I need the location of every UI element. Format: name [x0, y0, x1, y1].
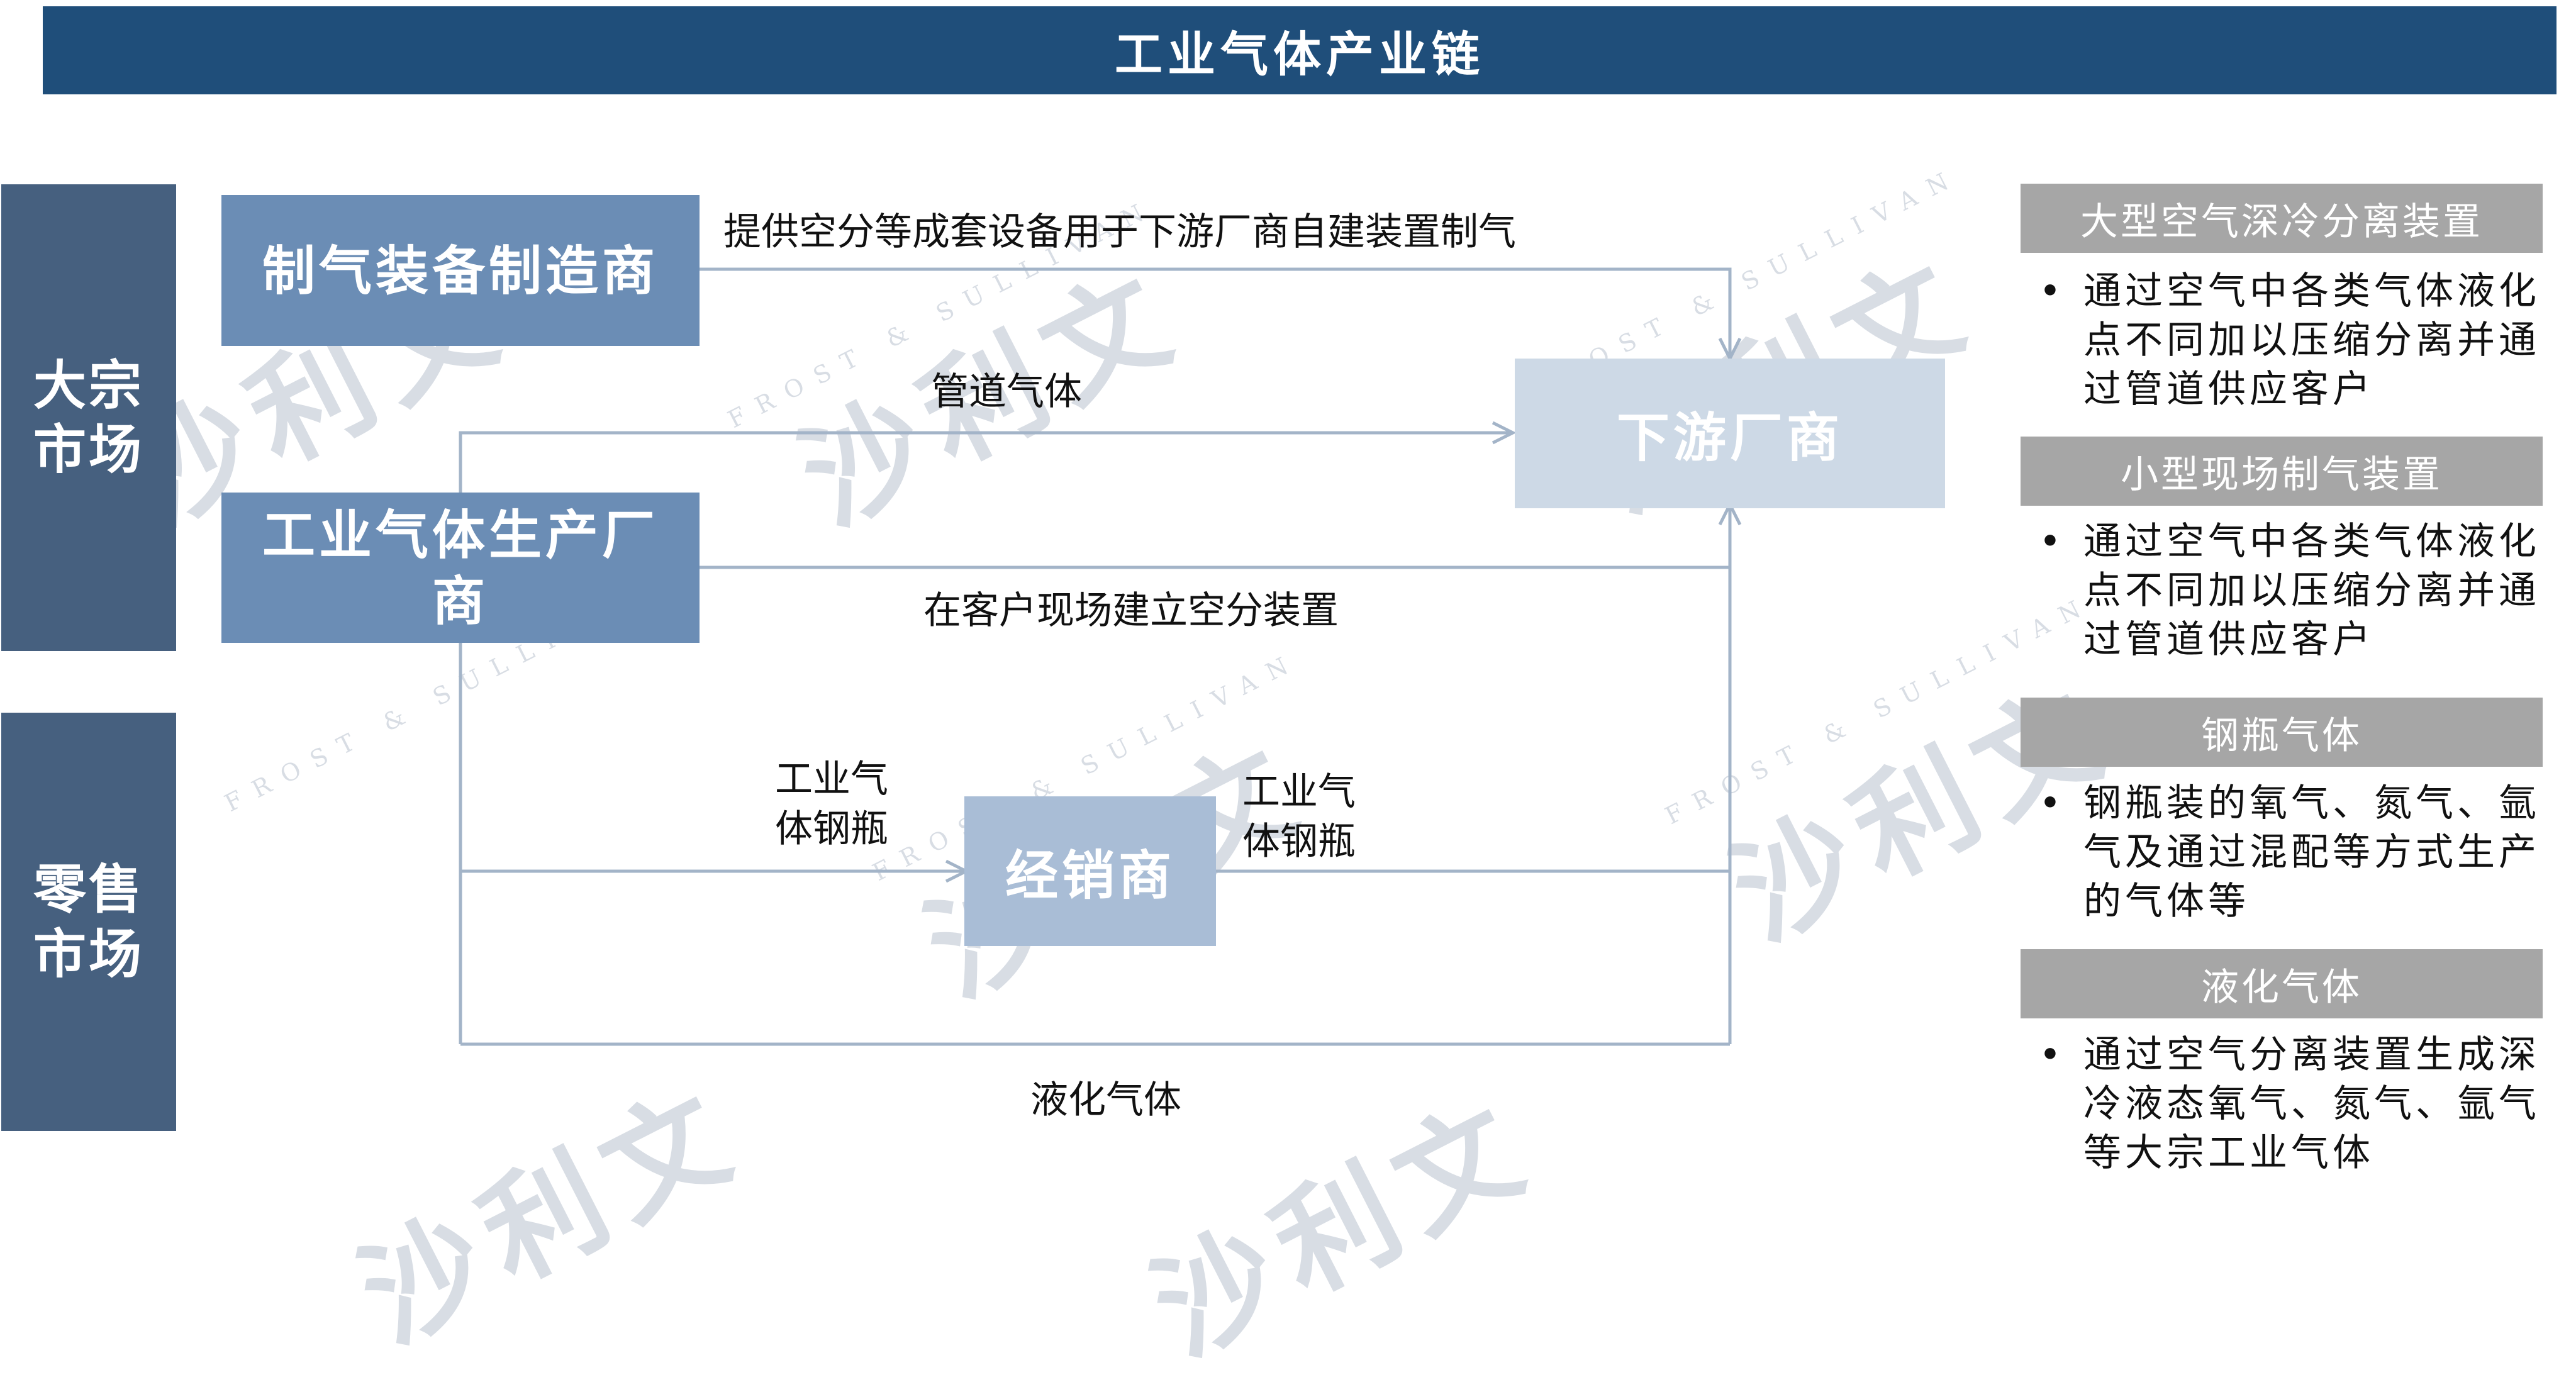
category-bullet: • 钢瓶装的氧气、氮气、氩气及通过混配等方式生产的气体等 [2021, 779, 2549, 926]
category-bullet-text: 通过空气中各类气体液化点不同加以压缩分离并通过管道供应客户 [2083, 520, 2540, 662]
category-bullet-text: 通过空气分离装置生成深冷液态氧气、氮气、氩气等大宗工业气体 [2083, 1033, 2540, 1175]
page-title: 工业气体产业链 [43, 6, 2556, 94]
category-heading: 液化气体 [2021, 949, 2543, 1018]
connector-pipeline-gas [459, 433, 1513, 493]
node-equipment-maker: 制气装备制造商 [221, 195, 700, 346]
label-onsite-plant: 在客户现场建立空分装置 [923, 589, 1339, 633]
node-downstream: 下游厂商 [1515, 359, 1945, 508]
label-equipment-supply: 提供空分等成套设备用于下游厂商自建装置制气 [723, 210, 1516, 254]
category-bullet-text: 通过空气中各类气体液化点不同加以压缩分离并通过管道供应客户 [2083, 269, 2540, 411]
category-bullet: • 通过空气中各类气体液化点不同加以压缩分离并通过管道供应客户 [2021, 267, 2549, 414]
category-bullet-text: 钢瓶装的氧气、氮气、氩气及通过混配等方式生产的气体等 [2083, 781, 2540, 923]
category-bullet: • 通过空气分离装置生成深冷液态氧气、氮气、氩气等大宗工业气体 [2021, 1030, 2549, 1178]
category-heading: 小型现场制气装置 [2021, 437, 2543, 506]
category-heading: 钢瓶气体 [2021, 698, 2543, 767]
node-distributor: 经销商 [964, 796, 1216, 946]
market-bulk-label: 大宗 市场 [1, 184, 176, 651]
flow-connectors [459, 267, 2576, 1046]
bullet-icon: • [2039, 781, 2065, 825]
bullet-icon: • [2039, 520, 2065, 564]
bullet-icon: • [2039, 269, 2065, 313]
label-cylinder-out: 工业气体钢瓶 [1242, 770, 1356, 864]
bullet-icon: • [2039, 1033, 2065, 1077]
node-gas-producer: 工业气体生产厂商 [221, 493, 700, 643]
connector-equipment-supply [700, 267, 1730, 359]
market-retail-label: 零售 市场 [1, 713, 176, 1131]
label-pipeline-gas: 管道气体 [931, 370, 1082, 414]
category-heading: 大型空气深冷分离装置 [2021, 184, 2543, 253]
category-bullet: • 通过空气中各类气体液化点不同加以压缩分离并通过管道供应客户 [2021, 517, 2549, 664]
label-liquefied-gas: 液化气体 [1030, 1078, 1181, 1122]
label-cylinder-in: 工业气体钢瓶 [775, 757, 888, 852]
